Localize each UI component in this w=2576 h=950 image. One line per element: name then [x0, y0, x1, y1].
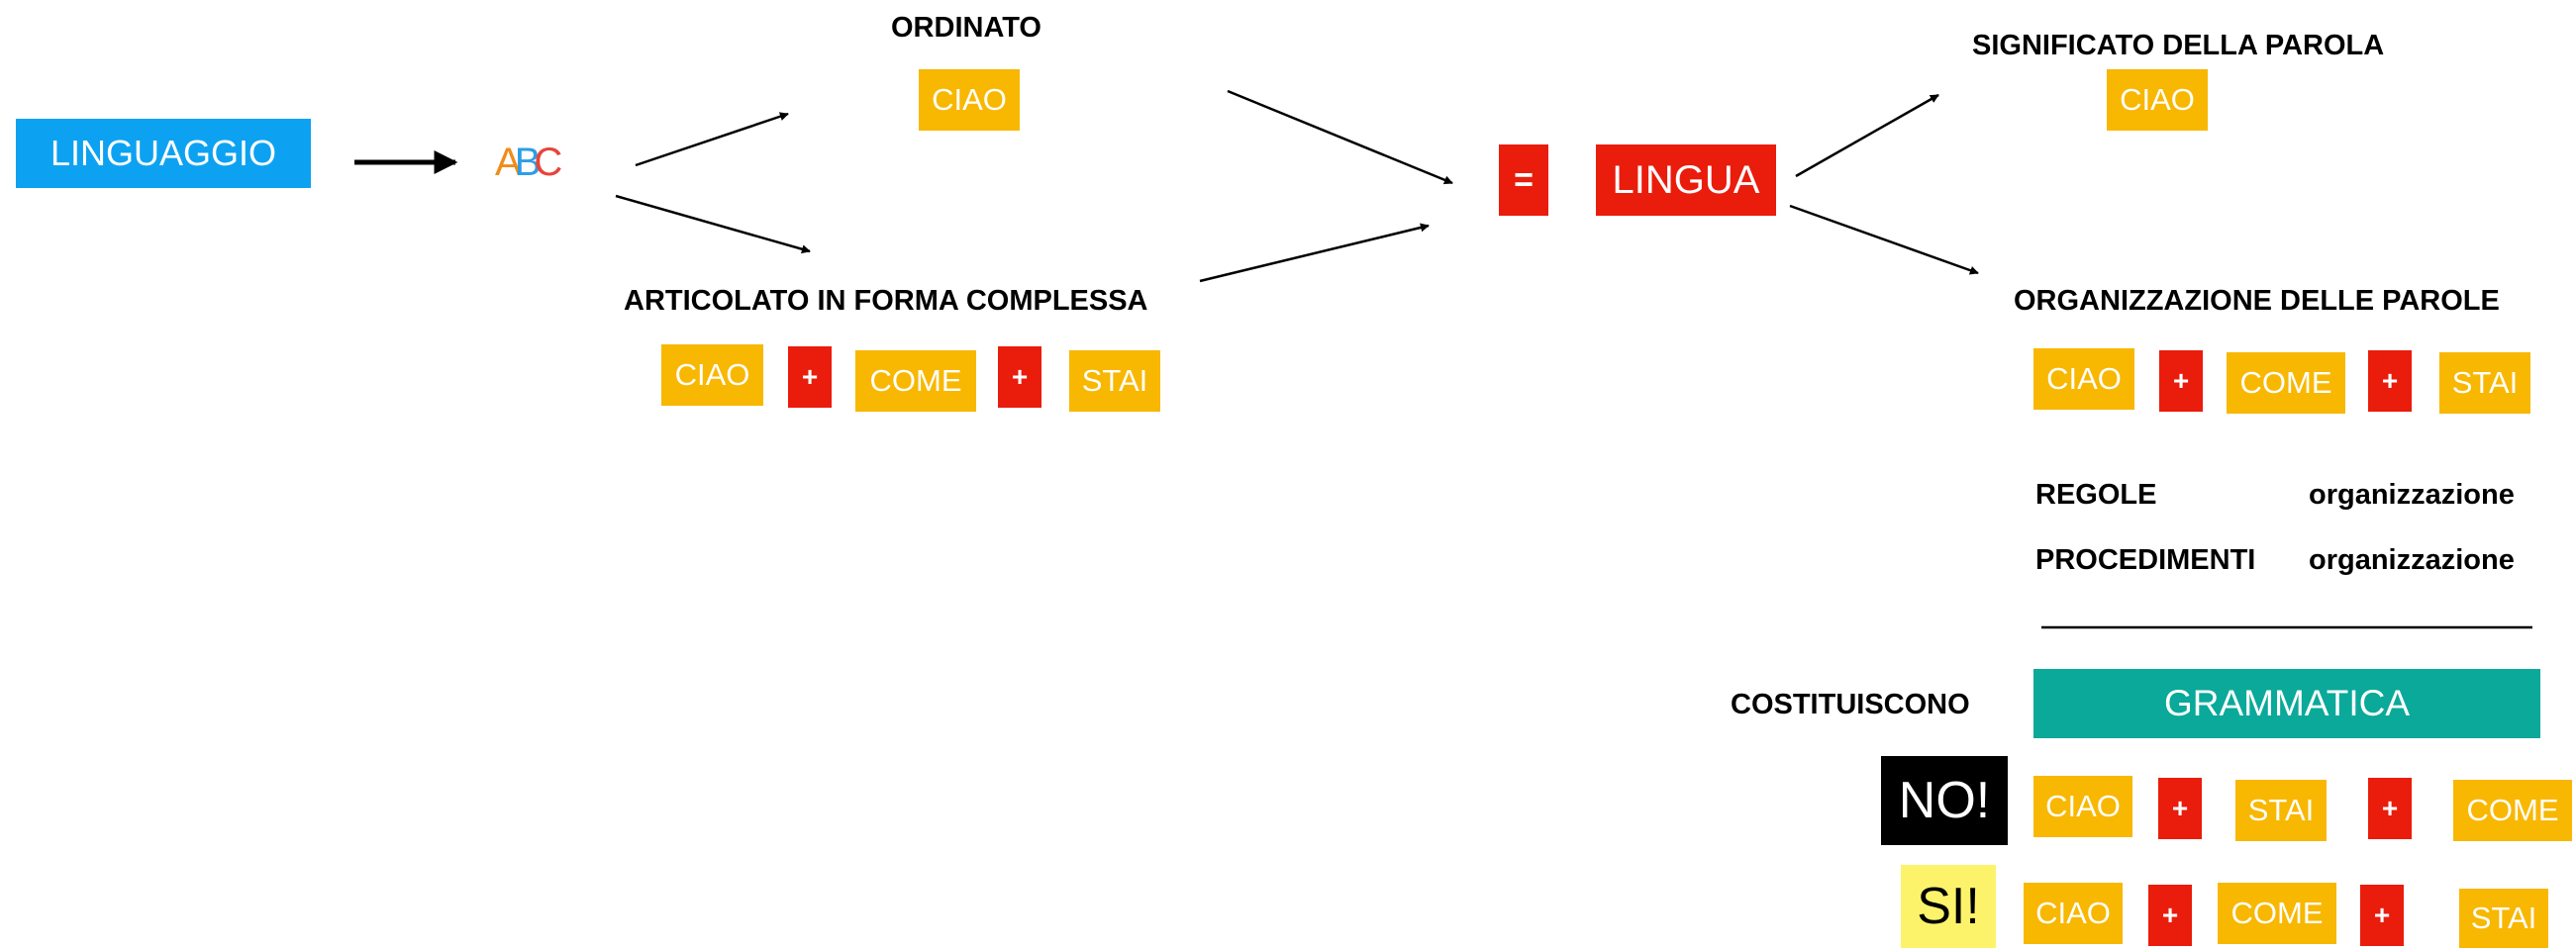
organizzazione-word-come: COME: [2227, 352, 2345, 414]
si-row-word-come: COME: [2218, 883, 2336, 944]
ordinato-word-box: CIAO: [919, 69, 1020, 131]
regole-label: REGOLE: [2035, 479, 2157, 511]
articolato-plus-1: +: [788, 346, 832, 408]
si-row-word-ciao: CIAO: [2024, 883, 2123, 944]
costituiscono-label: COSTITUISCONO: [1731, 689, 1970, 720]
si-row-plus-2: +: [2360, 885, 2404, 946]
significato-title: SIGNIFICATO DELLA PAROLA: [1972, 30, 2385, 61]
no-badge: NO!: [1881, 756, 2008, 845]
articolato-word-stai: STAI: [1069, 350, 1160, 412]
si-row-word-stai: STAI: [2459, 889, 2548, 948]
no-row-plus-2: +: [2368, 778, 2412, 839]
organizzazione-plus-2: +: [2368, 350, 2412, 412]
articolato-plus-2: +: [998, 346, 1041, 408]
lingua-box: LINGUA: [1596, 144, 1776, 216]
organizzazione-word-ciao: CIAO: [2033, 348, 2134, 410]
arrow-lingua-to-organizzazione: [1789, 204, 1979, 275]
no-row-plus-1: +: [2158, 778, 2202, 839]
articolato-title: ARTICOLATO IN FORMA COMPLESSA: [624, 285, 1148, 317]
linguaggio-box: LINGUAGGIO: [16, 119, 311, 188]
articolato-word-come: COME: [855, 350, 976, 412]
articolato-word-ciao: CIAO: [661, 344, 763, 406]
letter-c: C: [534, 141, 562, 184]
no-row-word-come: COME: [2453, 780, 2572, 841]
abc-letters-icon: ABC: [495, 141, 584, 184]
organizzazione-word-stai: STAI: [2439, 352, 2530, 414]
ordinato-title: ORDINATO: [891, 12, 1041, 44]
arrow-ordinato-to-equals: [1227, 89, 1453, 185]
arrow-abc-to-articolato: [615, 194, 811, 254]
no-row-word-stai: STAI: [2235, 780, 2327, 841]
arrow-lingua-to-significato: [1795, 93, 1939, 178]
procedimenti-organizzazione-label: organizzazione: [2309, 544, 2515, 576]
grammatica-box: GRAMMATICA: [2033, 669, 2540, 738]
organizzazione-title: ORGANIZZAZIONE DELLE PAROLE: [2014, 285, 2500, 317]
arrow-articolato-to-equals: [1199, 223, 1430, 283]
letter-b: B: [514, 141, 542, 184]
si-badge: SI!: [1901, 865, 1996, 948]
letter-a: A: [495, 141, 522, 184]
procedimenti-label: PROCEDIMENTI: [2035, 544, 2256, 576]
si-row-plus-1: +: [2148, 885, 2192, 946]
equals-box: =: [1499, 144, 1548, 216]
significato-word-box: CIAO: [2107, 69, 2208, 131]
no-row-word-ciao: CIAO: [2033, 776, 2132, 837]
organizzazione-plus-1: +: [2159, 350, 2203, 412]
regole-organizzazione-label: organizzazione: [2309, 479, 2515, 511]
arrow-abc-to-ordinato: [635, 112, 789, 167]
